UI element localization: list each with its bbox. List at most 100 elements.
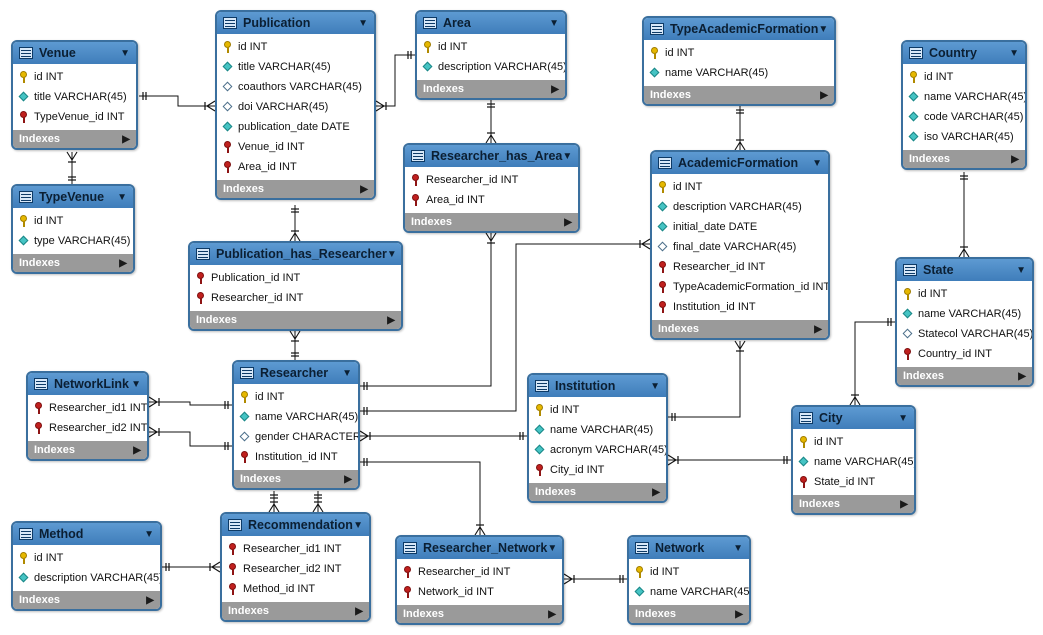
column-row[interactable]: State_id INT [793, 472, 914, 492]
expand-arrow-icon[interactable]: ▶ [360, 183, 368, 195]
collapse-arrow-icon[interactable]: ▼ [547, 542, 558, 554]
column-row[interactable]: name VARCHAR(45) [897, 304, 1032, 324]
expand-arrow-icon[interactable]: ▶ [735, 608, 743, 620]
indexes-section[interactable]: Indexes▶ [234, 470, 358, 488]
table-publication-has-researcher[interactable]: Publication_has_Researcher▼Publication_i… [188, 241, 403, 331]
collapse-arrow-icon[interactable]: ▼ [562, 150, 573, 162]
column-row[interactable]: gender CHARACTER [234, 427, 358, 447]
column-row[interactable]: Researcher_id INT [652, 257, 828, 277]
column-row[interactable]: final_date VARCHAR(45) [652, 237, 828, 257]
column-row[interactable]: id INT [13, 548, 160, 568]
column-row[interactable]: id INT [903, 67, 1025, 87]
column-row[interactable]: Researcher_id2 INT [222, 559, 369, 579]
expand-arrow-icon[interactable]: ▶ [122, 133, 130, 145]
relationship-venue-typevenue[interactable] [66, 151, 78, 184]
indexes-section[interactable]: Indexes▶ [13, 591, 160, 609]
column-row[interactable]: Method_id INT [222, 579, 369, 599]
relationship-area-researcher-has-area[interactable] [485, 100, 497, 144]
indexes-section[interactable]: Indexes▶ [629, 605, 749, 623]
column-row[interactable]: type VARCHAR(45) [13, 231, 133, 251]
relationship-publication-area[interactable] [375, 51, 415, 112]
indexes-section[interactable]: Indexes▶ [222, 602, 369, 620]
column-row[interactable]: Country_id INT [897, 344, 1032, 364]
column-row[interactable]: Institution_id INT [652, 297, 828, 317]
collapse-arrow-icon[interactable]: ▼ [117, 191, 127, 203]
expand-arrow-icon[interactable]: ▶ [820, 89, 828, 101]
table-header[interactable]: City▼ [793, 407, 914, 429]
table-header[interactable]: TypeAcademicFormation▼ [644, 18, 834, 40]
column-row[interactable]: name VARCHAR(45) [629, 582, 749, 602]
expand-arrow-icon[interactable]: ▶ [119, 257, 127, 269]
relationship-institution-researcher[interactable] [359, 430, 527, 442]
table-header[interactable]: Publication_has_Researcher▼ [190, 243, 401, 265]
column-row[interactable]: code VARCHAR(45) [903, 107, 1025, 127]
collapse-arrow-icon[interactable]: ▼ [386, 248, 397, 260]
table-header[interactable]: NetworkLink▼ [28, 373, 147, 395]
column-row[interactable]: id INT [629, 562, 749, 582]
table-header[interactable]: Publication▼ [217, 12, 374, 34]
column-row[interactable]: id INT [13, 67, 136, 87]
relationship-institution-city[interactable] [667, 454, 791, 466]
table-header[interactable]: Researcher_has_Area▼ [405, 145, 578, 167]
column-row[interactable]: TypeVenue_id INT [13, 107, 136, 127]
column-row[interactable]: Researcher_id2 INT [28, 418, 147, 438]
column-row[interactable]: name VARCHAR(45) [793, 452, 914, 472]
indexes-section[interactable]: Indexes▶ [897, 367, 1032, 385]
relationship-researcher-researcher-network[interactable] [360, 458, 486, 536]
relationship-typeacademicformation-academicformation[interactable] [734, 106, 746, 151]
table-header[interactable]: Researcher_Network▼ [397, 537, 562, 559]
expand-arrow-icon[interactable]: ▶ [900, 498, 908, 510]
relationship-researcher-recommendation-1[interactable] [268, 491, 280, 513]
collapse-arrow-icon[interactable]: ▼ [898, 412, 908, 424]
table-header[interactable]: State▼ [897, 259, 1032, 281]
indexes-section[interactable]: Indexes▶ [644, 86, 834, 104]
expand-arrow-icon[interactable]: ▶ [387, 314, 395, 326]
column-row[interactable]: description VARCHAR(45) [13, 568, 160, 588]
column-row[interactable]: doi VARCHAR(45) [217, 97, 374, 117]
table-header[interactable]: Network▼ [629, 537, 749, 559]
column-row[interactable]: iso VARCHAR(45) [903, 127, 1025, 147]
column-row[interactable]: Institution_id INT [234, 447, 358, 467]
collapse-arrow-icon[interactable]: ▼ [358, 17, 368, 29]
column-row[interactable]: Venue_id INT [217, 137, 374, 157]
column-row[interactable]: City_id INT [529, 460, 666, 480]
table-header[interactable]: TypeVenue▼ [13, 186, 133, 208]
indexes-section[interactable]: Indexes▶ [793, 495, 914, 513]
indexes-section[interactable]: Indexes▶ [397, 605, 562, 623]
expand-arrow-icon[interactable]: ▶ [133, 444, 141, 456]
indexes-section[interactable]: Indexes▶ [417, 80, 565, 98]
collapse-arrow-icon[interactable]: ▼ [144, 528, 154, 540]
relationship-pub-has-researcher-researcher[interactable] [289, 330, 301, 360]
column-row[interactable]: id INT [529, 400, 666, 420]
column-row[interactable]: acronym VARCHAR(45) [529, 440, 666, 460]
table-header[interactable]: Researcher▼ [234, 362, 358, 384]
column-row[interactable]: name VARCHAR(45) [644, 63, 834, 83]
indexes-section[interactable]: Indexes▶ [13, 254, 133, 272]
column-row[interactable]: id INT [13, 211, 133, 231]
column-row[interactable]: Researcher_id INT [190, 288, 401, 308]
column-row[interactable]: name VARCHAR(45) [903, 87, 1025, 107]
column-row[interactable]: title VARCHAR(45) [217, 57, 374, 77]
expand-arrow-icon[interactable]: ▶ [1018, 370, 1026, 382]
expand-arrow-icon[interactable]: ▶ [355, 605, 363, 617]
column-row[interactable]: id INT [652, 177, 828, 197]
column-row[interactable]: title VARCHAR(45) [13, 87, 136, 107]
relationship-state-country[interactable] [958, 172, 970, 258]
collapse-arrow-icon[interactable]: ▼ [549, 17, 559, 29]
indexes-section[interactable]: Indexes▶ [529, 483, 666, 501]
collapse-arrow-icon[interactable]: ▼ [353, 519, 363, 531]
column-row[interactable]: Researcher_id INT [397, 562, 562, 582]
table-header[interactable]: Institution▼ [529, 375, 666, 397]
column-row[interactable]: Statecol VARCHAR(45) [897, 324, 1032, 344]
column-row[interactable]: coauthors VARCHAR(45) [217, 77, 374, 97]
indexes-section[interactable]: Indexes▶ [405, 213, 578, 231]
column-row[interactable]: id INT [234, 387, 358, 407]
